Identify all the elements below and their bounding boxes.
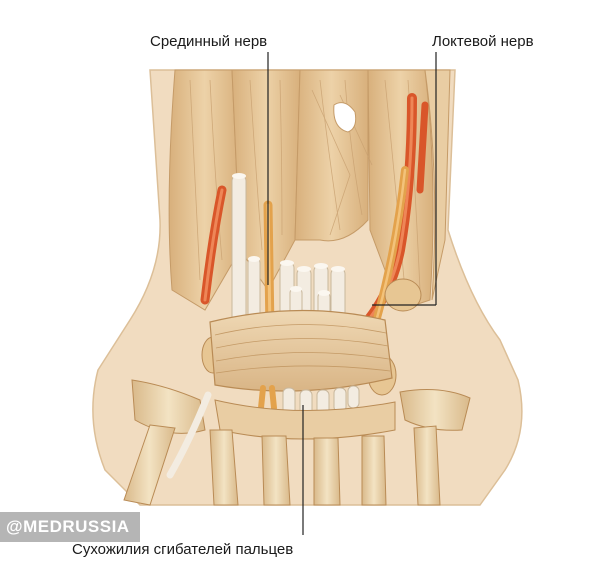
tendon-radial-1 xyxy=(231,174,247,326)
ulna-distal xyxy=(399,389,471,431)
forearm-muscle-edge xyxy=(424,69,451,301)
flexor-retinaculum xyxy=(209,309,393,392)
forearm-muscle-left xyxy=(168,69,241,311)
ulnar-nerve-label: Локтевой нерв xyxy=(432,33,534,50)
thumb-metacarpal xyxy=(123,424,176,506)
flexor-tendons-label: Сухожилия сгибателей пальцев xyxy=(72,541,294,558)
metacarpal-2 xyxy=(261,435,291,506)
metacarpal-5 xyxy=(413,425,441,506)
ulnar-artery-branch xyxy=(416,101,429,194)
pisiform-bone xyxy=(384,278,422,312)
metacarpal-1 xyxy=(209,429,239,506)
watermark: @MEDRUSSIA xyxy=(0,512,140,542)
membrane-opening xyxy=(333,102,357,133)
thumb-tendon xyxy=(166,391,212,479)
median-nerve-label: Срединный нерв xyxy=(150,33,268,50)
metacarpal-3 xyxy=(313,437,341,506)
forearm-muscle-center xyxy=(294,69,369,242)
metacarpal-4 xyxy=(361,435,387,506)
